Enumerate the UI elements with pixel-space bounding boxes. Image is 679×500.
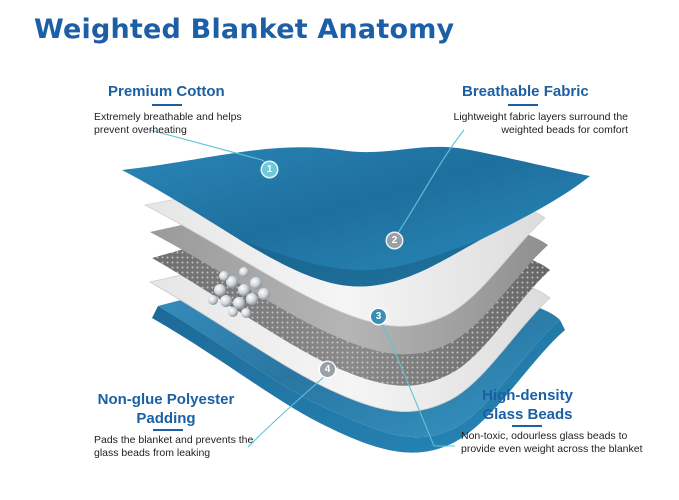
premium-cotton-underline (152, 104, 182, 106)
bead (219, 271, 229, 281)
badge-2: 2 (387, 233, 402, 248)
breathable-fabric-underline (508, 104, 538, 106)
bead (228, 307, 238, 317)
glass-beads-heading: High-density Glass Beads (482, 387, 573, 423)
bead (241, 308, 251, 318)
polyester-padding-heading: Non-glue Polyester Padding (97, 391, 235, 427)
bottom-cotton-layer (152, 306, 565, 453)
top-cotton-shade (240, 240, 480, 287)
badge-1: 1 (262, 162, 277, 177)
badge-4: 4 (320, 362, 335, 377)
bead (220, 295, 232, 307)
polyester-padding-description: Pads the blanket and prevents the glass … (94, 434, 254, 459)
premium-cotton-description: Extremely breathable and helps prevent o… (94, 111, 242, 136)
badge-3: 3 (371, 309, 386, 324)
bead (226, 276, 238, 288)
callout-line-4 (247, 374, 327, 448)
bead (208, 295, 218, 305)
bead (214, 284, 226, 296)
bead (233, 297, 245, 309)
bead (239, 267, 249, 277)
page-title: Weighted Blanket Anatomy (34, 14, 455, 45)
breathable-fabric-heading: Breathable Fabric (462, 83, 589, 100)
top-cotton-layer (122, 146, 590, 287)
bead (258, 288, 270, 300)
glass-beads-description: Non-toxic, odourless glass beads to prov… (461, 430, 643, 455)
bead (238, 284, 250, 296)
premium-cotton-heading: Premium Cotton (108, 83, 225, 100)
callout-line-2 (395, 129, 465, 237)
breathable-fabric-description: Lightweight fabric layers surround the w… (453, 111, 628, 136)
bead (246, 293, 258, 305)
bead (250, 277, 262, 289)
callout-line-3 (379, 319, 455, 447)
glass-beads-cluster (208, 267, 270, 318)
glass-beads-underline (512, 425, 542, 427)
polyester-padding-underline (153, 429, 183, 431)
